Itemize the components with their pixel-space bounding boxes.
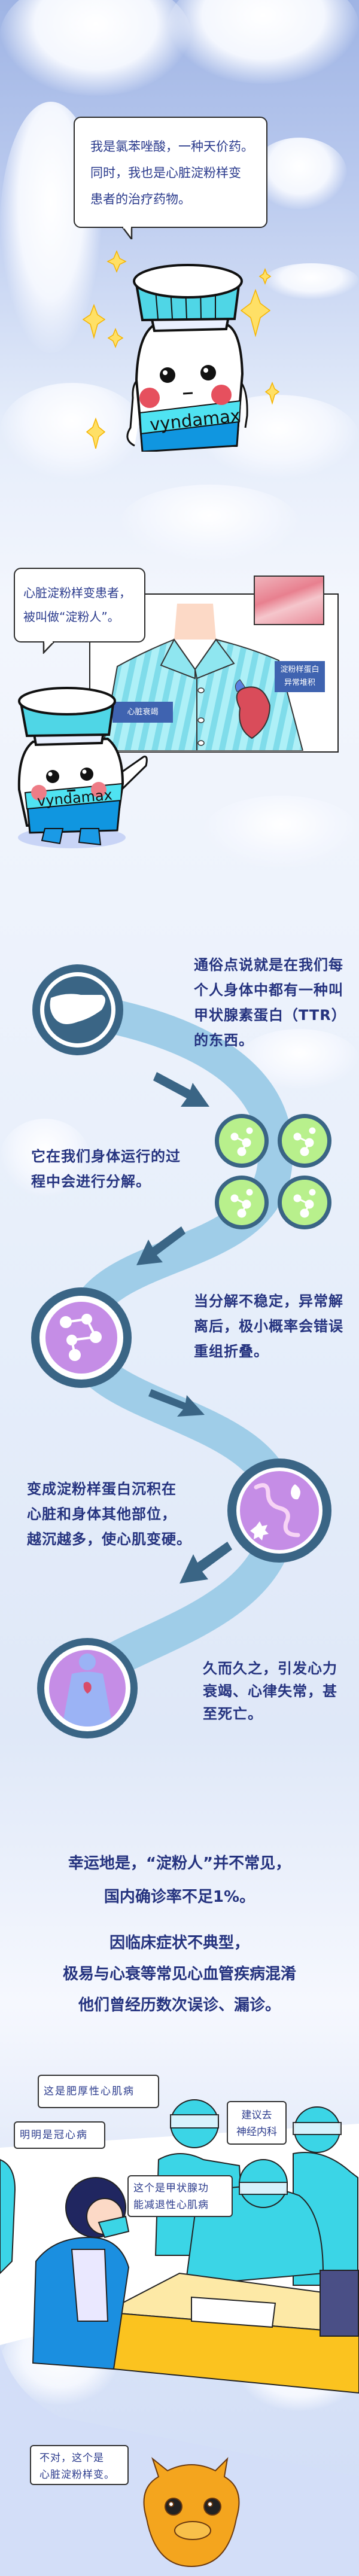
cloud xyxy=(263,263,359,299)
step-text-misfold: 当分解不稳定，异常解 离后，极小概率会错误 重组折叠。 xyxy=(194,1289,343,1364)
speech-line: 我是氯苯唑酸，一种天价药。 xyxy=(90,139,254,154)
text-line: 甲状腺素蛋白（TTR） xyxy=(194,1007,346,1024)
text-line: 神经内科 xyxy=(236,2126,277,2138)
text-line: 不对，这个是 xyxy=(39,2452,104,2464)
text-line: 因临床症状不典型， xyxy=(109,1934,250,1952)
text-line: 他们曾经历数次误诊、漏诊。 xyxy=(78,1996,281,2014)
cloud xyxy=(203,796,359,867)
arrow-down-right-icon xyxy=(148,1389,205,1417)
bubble-coronary-heart-disease: 明明是冠心病 xyxy=(14,2121,105,2149)
step-text-ttr: 通俗点说就是在我们每 个人身体中都有一种叫 甲状腺素蛋白（TTR） 的东西。 xyxy=(194,952,346,1053)
dragon-mascot xyxy=(143,2457,240,2568)
text-line: 程中会进行分解。 xyxy=(31,1173,151,1190)
text-line: 能减退性心肌病 xyxy=(133,2199,209,2211)
cloud xyxy=(168,0,359,84)
cloud xyxy=(120,485,299,562)
speech-bubble-amyloid-people: 心脏淀粉样变患者， 被叫做“淀粉人”。 xyxy=(14,568,145,643)
arrow-down-left-icon xyxy=(136,1226,185,1265)
bubble-hypertrophic-cardiomyopathy: 这是肥厚性心肌病 xyxy=(38,2075,159,2108)
bubble-neurology-referral: 建议去 神经内科 xyxy=(227,2101,287,2145)
label-line: 淀粉样蛋白 xyxy=(280,665,320,674)
cloud xyxy=(0,0,191,96)
amyloid-tissue-image xyxy=(254,576,324,625)
vyndamax-bottle-mascot: vyndamax xyxy=(120,248,257,452)
liver-icon xyxy=(32,964,123,1055)
cloud xyxy=(0,1119,90,1196)
patient-shirt-illustration xyxy=(101,604,304,751)
text-line: 国内确诊率不足1%。 xyxy=(104,1888,255,1906)
text-line: 久而久之，引发心力 xyxy=(203,1660,337,1677)
step-text-dissociate: 它在我们身体运行的过 程中会进行分解。 xyxy=(31,1144,181,1194)
text-line: 它在我们身体运行的过 xyxy=(31,1148,181,1165)
text-line: 幸运地是，“淀粉人”并不常见， xyxy=(68,1855,291,1872)
text-line: 建议去 xyxy=(241,2109,272,2121)
speech-line: 同时，我也是心脏淀粉样变 xyxy=(90,166,241,180)
bottle-illustration xyxy=(17,687,148,848)
bubble-tail xyxy=(122,226,133,239)
text-line: 个人身体中都有一种叫 xyxy=(194,982,343,998)
label-heart-failure: 心脏衰竭 xyxy=(112,702,173,723)
speech-line: 被叫做“淀粉人”。 xyxy=(23,610,120,624)
cloud xyxy=(0,383,144,479)
amyloid-fibril-icon xyxy=(227,1458,331,1563)
speech-line: 患者的治疗药物。 xyxy=(90,192,191,206)
bubble-dragon-correct-diagnosis: 不对，这个是 心脏淀粉样变。 xyxy=(30,2445,129,2485)
text-line: 这个是甲状腺功 xyxy=(133,2182,209,2194)
sparkles xyxy=(82,250,280,449)
bubble-hypothyroid-cardiomyopathy: 这个是甲状腺功 能减退性心肌病 xyxy=(127,2175,233,2217)
vyndamax-bottle-mascot-pointing: vyndamax xyxy=(12,676,150,849)
summary-rarity: 幸运地是，“淀粉人”并不常见， 国内确诊率不足1%。 xyxy=(0,1847,359,1914)
arrow-down-right-icon xyxy=(153,1072,209,1107)
ttr-tetramer-icon xyxy=(215,1114,331,1229)
text-line: 当分解不稳定，异常解 xyxy=(194,1293,343,1310)
misfolded-protein-icon xyxy=(31,1287,132,1388)
summary-misdiagnosis: 因临床症状不典型， 极易与心衰等常见心血管疾病混淆 他们曾经历数次误诊、漏诊。 xyxy=(0,1928,359,2021)
step-text-outcome: 久而久之，引发心力 衰竭、心律失常，甚 至死亡。 xyxy=(203,1657,337,1725)
text-line: 极易与心衰等常见心血管疾病混淆 xyxy=(62,1965,296,1983)
step-text-deposit: 变成淀粉样蛋白沉积在 心脏和身体其他部位， 越沉越多，使心肌变硬。 xyxy=(27,1476,191,1552)
text-line: 至死亡。 xyxy=(203,1706,263,1722)
bottle-illustration xyxy=(126,264,248,452)
bubble-tail xyxy=(42,641,54,654)
text-line: 离后，极小概率会错误 xyxy=(194,1318,343,1335)
text-line: 心脏和身体其他部位， xyxy=(27,1506,177,1523)
speech-line: 心脏淀粉样变患者， xyxy=(23,586,131,600)
text-line: 变成淀粉样蛋白沉积在 xyxy=(27,1481,177,1497)
arrow-down-left-icon xyxy=(180,1542,232,1584)
human-body-heart-icon xyxy=(37,1638,138,1738)
text-line: 重组折叠。 xyxy=(194,1343,269,1360)
speech-bubble-intro: 我是氯苯唑酸，一种天价药。 同时，我也是心脏淀粉样变 患者的治疗药物。 xyxy=(74,117,267,228)
text-line: 越沉越多，使心肌变硬。 xyxy=(27,1531,191,1548)
text-line: 心脏淀粉样变。 xyxy=(39,2469,115,2481)
text-line: 通俗点说就是在我们每 xyxy=(194,957,343,973)
label-amyloid-deposit: 淀粉样蛋白 异常堆积 xyxy=(275,661,325,692)
text-line: 的东西。 xyxy=(194,1032,254,1049)
text-line: 衰竭、心律失常，甚 xyxy=(203,1683,337,1700)
label-line: 异常堆积 xyxy=(284,678,315,687)
